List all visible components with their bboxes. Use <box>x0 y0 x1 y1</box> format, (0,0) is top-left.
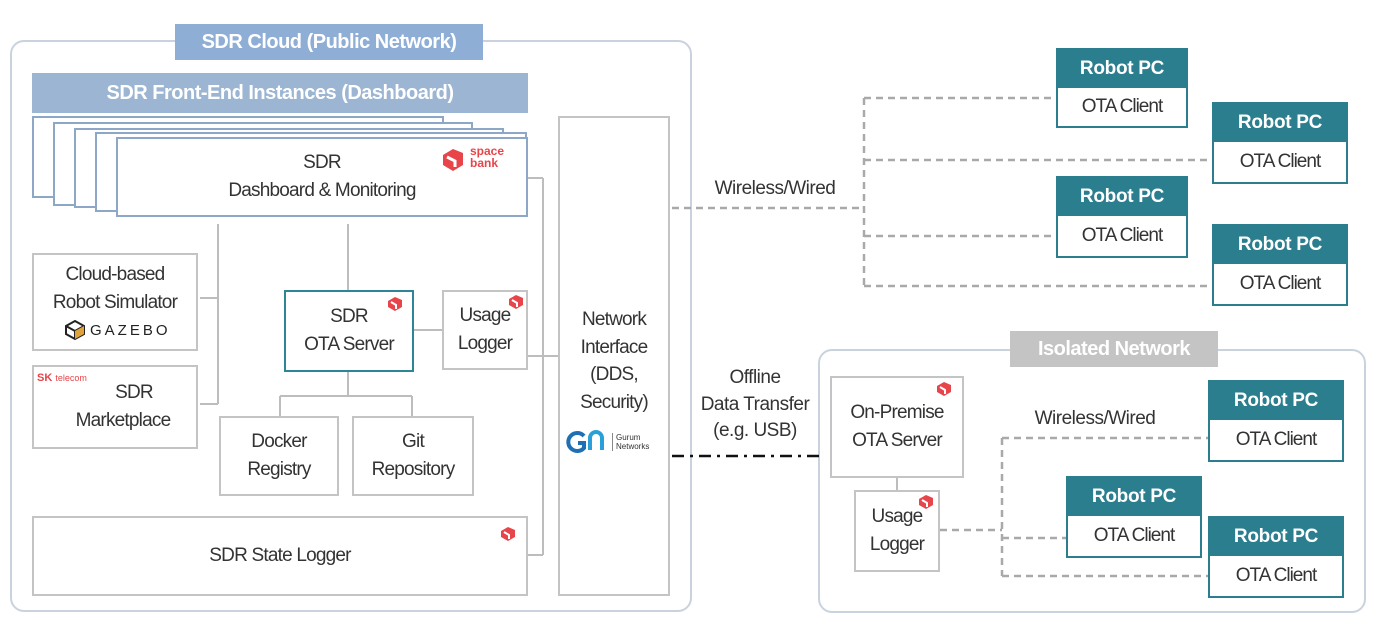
simulator-line2: Robot Simulator <box>52 291 178 313</box>
robot-simulator-box[interactable]: Cloud-based Robot Simulator <box>32 253 198 351</box>
ota-server-line1: SDR <box>330 306 369 328</box>
marketplace-line1: SDR <box>115 382 154 404</box>
ota-client-label: OTA Client <box>1081 96 1163 117</box>
robot-pc-5[interactable]: Robot PC OTA Client <box>1208 380 1344 462</box>
offline-transfer-label: Offline Data Transfer (e.g. USB) <box>680 365 830 445</box>
robot-pc-title: Robot PC <box>1058 50 1186 88</box>
network-interface-box[interactable]: Network Interface (DDS, Security) <box>558 116 670 596</box>
robot-pc-1[interactable]: Robot PC OTA Client <box>1056 48 1188 128</box>
robot-pc-title: Robot PC <box>1068 478 1200 516</box>
state-logger-box[interactable]: SDR State Logger <box>32 516 528 596</box>
git-line2: Repository <box>371 459 456 480</box>
marketplace-box[interactable]: SDR Marketplace <box>32 365 198 449</box>
isolated-title: Isolated Network <box>1010 331 1218 367</box>
robot-pc-6[interactable]: Robot PC OTA Client <box>1066 476 1202 558</box>
isolated-usage-line1: Usage <box>871 506 924 528</box>
gazebo-icon <box>65 319 85 341</box>
netif-line1: Network <box>581 309 647 330</box>
ota-client-label: OTA Client <box>1235 429 1317 450</box>
gazebo-text: GAZEBO <box>90 321 171 339</box>
robot-pc-title: Robot PC <box>1058 178 1186 216</box>
gurum-icon <box>566 430 604 453</box>
sk-text: SK <box>37 372 53 384</box>
simulator-line1: Cloud-based <box>65 264 166 285</box>
git-line1: Git <box>402 431 425 453</box>
docker-registry-box[interactable]: Docker Registry <box>219 416 339 496</box>
spacebank-badge-icon <box>919 495 933 509</box>
spacebank-line2: bank <box>470 156 499 170</box>
gazebo-logo: GAZEBO <box>64 318 184 342</box>
on-premise-line2: OTA Server <box>852 430 943 451</box>
state-logger-label: SDR State Logger <box>209 545 351 567</box>
netif-line2: Interface <box>580 336 649 358</box>
telecom-text: telecom <box>55 373 87 383</box>
gurum-line1: Gurum <box>616 433 641 442</box>
ota-client-label: OTA Client <box>1093 525 1175 546</box>
robot-pc-4[interactable]: Robot PC OTA Client <box>1212 224 1348 306</box>
usage-logger-line1: Usage <box>459 305 512 327</box>
robot-pc-title: Robot PC <box>1210 518 1342 556</box>
sktelecom-logo: SK telecom <box>37 372 97 388</box>
spacebank-logo: space bank <box>440 144 520 176</box>
cloud-title: SDR Cloud (Public Network) <box>175 24 483 60</box>
robot-pc-title: Robot PC <box>1214 226 1346 264</box>
robot-pc-2[interactable]: Robot PC OTA Client <box>1212 102 1348 184</box>
wireless-label-isolated: Wireless/Wired <box>1034 408 1156 429</box>
robot-pc-7[interactable]: Robot PC OTA Client <box>1208 516 1344 598</box>
spacebank-line1: space <box>470 144 505 158</box>
dashboard-line1: SDR <box>303 152 342 174</box>
robot-pc-3[interactable]: Robot PC OTA Client <box>1056 176 1188 258</box>
spacebank-badge-icon <box>509 295 523 309</box>
spacebank-badge-icon <box>937 382 951 396</box>
docker-line2: Registry <box>247 459 311 480</box>
ota-client-label: OTA Client <box>1239 151 1321 172</box>
ota-client-label: OTA Client <box>1235 565 1317 586</box>
robot-pc-title: Robot PC <box>1214 104 1346 142</box>
offline-line3: (e.g. USB) <box>713 420 797 442</box>
offline-line1: Offline <box>729 367 781 388</box>
isolated-usage-line2: Logger <box>869 534 925 555</box>
robot-pc-title: Robot PC <box>1210 382 1342 420</box>
spacebank-badge-icon <box>388 297 402 311</box>
spacebank-icon <box>443 149 463 171</box>
on-premise-line1: On-Premise <box>850 402 944 424</box>
marketplace-line2: Marketplace <box>75 410 172 431</box>
gurum-logo: Gurum Networks <box>566 428 666 456</box>
docker-line1: Docker <box>251 431 307 453</box>
usage-logger-line2: Logger <box>457 333 513 354</box>
netif-line4: Security) <box>580 391 649 413</box>
ota-server-line2: OTA Server <box>304 334 395 355</box>
ota-client-label: OTA Client <box>1239 273 1321 294</box>
git-repository-box[interactable]: Git Repository <box>352 416 474 496</box>
wireless-label-top: Wireless/Wired <box>714 178 836 199</box>
spacebank-badge-icon <box>501 527 515 541</box>
dashboard-box[interactable]: SDR Dashboard & Monitoring <box>116 137 528 217</box>
ota-client-label: OTA Client <box>1081 225 1163 246</box>
offline-line2: Data Transfer <box>700 393 810 415</box>
frontend-title: SDR Front-End Instances (Dashboard) <box>32 73 528 113</box>
netif-line3: (DDS, <box>590 364 639 386</box>
dashboard-line2: Dashboard & Monitoring <box>228 180 416 201</box>
gurum-line2: Networks <box>616 442 650 451</box>
